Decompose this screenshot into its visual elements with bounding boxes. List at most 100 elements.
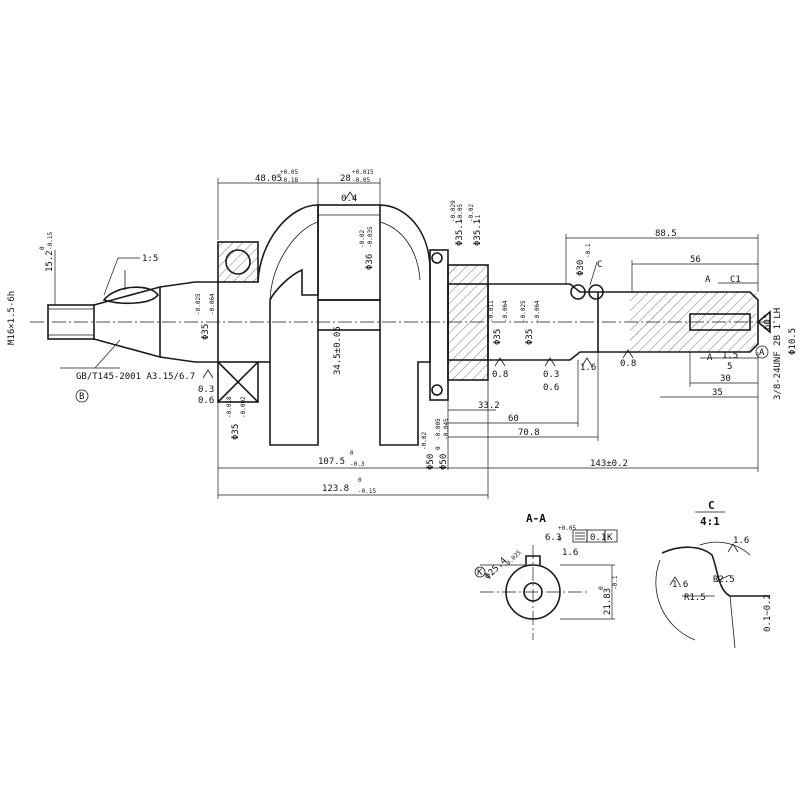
dim-15-2-upper: 0	[39, 246, 46, 250]
dim-56: 56	[690, 255, 701, 265]
dim-123-8-upper: 0	[358, 477, 362, 484]
dim-34-5: 34.5±0.05	[333, 326, 343, 375]
detail-c-view: C 4:1 1.6 1.6 R2.5 R1.5 0.1~0.2	[655, 499, 773, 649]
phi50-upper: -0.02	[421, 432, 428, 450]
dim-107-5: 107.5	[318, 457, 345, 467]
section-aa-tol-val: 0.1	[590, 533, 606, 543]
dim-123-8: 123.8	[322, 484, 349, 494]
section-aa-datum-k: K	[477, 568, 483, 578]
right-shaft	[488, 283, 771, 361]
datum-b-circle	[75, 389, 89, 403]
phi35-c: Φ35	[525, 329, 535, 345]
phi36-lower: -0.035	[367, 226, 374, 248]
datum-a: A	[759, 348, 765, 358]
phi35-c-lower: -0.064	[534, 300, 541, 322]
phi30: Φ30	[576, 260, 586, 276]
detail-c-rough-top: 1.6	[733, 536, 749, 546]
phi35-1-b-upper: -0.02	[468, 204, 475, 222]
phi35-1-b: Φ35.1	[473, 219, 483, 246]
phi35-a-upper: -0.025	[195, 293, 202, 315]
detail-c-rough-left: 1.6	[672, 580, 688, 590]
section-aa-phi25-tol: -0.025	[502, 549, 523, 570]
thread-unf: 3/8-24UNF 2B 1 LH	[773, 308, 783, 400]
rough-0-8-b: 0.8	[620, 359, 636, 369]
dim-15-2-lower: -0.15	[47, 232, 54, 250]
dim-48-05-lower: -0.18	[280, 177, 298, 184]
phi50-2-lower: -0.045	[443, 418, 450, 440]
rough-0-3-b: 0.3	[543, 370, 559, 380]
phi50-2: Φ50	[439, 454, 449, 470]
phi35-d-upper: -0.018	[226, 396, 233, 418]
phi30-tol: -0.1	[585, 243, 592, 258]
phi35-a-lower: -0.064	[209, 293, 216, 315]
phi35-d-lower: -0.002	[240, 396, 247, 418]
section-a-bottom: A	[707, 353, 713, 363]
phi50-lower: 0	[435, 446, 442, 450]
phi35-d: Φ35	[231, 424, 241, 440]
phi35-b-upper: -0.011	[488, 300, 495, 322]
detail-c-r2-5: R2.5	[713, 575, 735, 585]
dim-35: 35	[712, 388, 723, 398]
section-a-top: A	[705, 275, 711, 285]
taper-ratio: 1:5	[142, 254, 158, 264]
dimension-lines	[54, 178, 759, 499]
phi35-1-a-upper: -0.029	[450, 200, 457, 222]
phi35-1-a: Φ35.1	[455, 219, 465, 246]
thread-metric: M16×1.5-6h	[7, 291, 17, 345]
left-journal	[159, 281, 219, 363]
section-aa-21-83: 21.83	[603, 588, 613, 615]
section-aa-21-83-lower: -0.1	[612, 575, 619, 590]
crank-web-left	[257, 204, 319, 446]
section-aa-6-3-upper: +0.05	[558, 525, 576, 532]
rough-0-6-a: 0.6	[198, 396, 214, 406]
dim-33-2: 33.2	[478, 401, 500, 411]
phi10-5: Φ10.5	[788, 328, 798, 355]
phi35-b: Φ35	[493, 329, 503, 345]
left-bearing	[217, 241, 259, 403]
main-view	[30, 178, 775, 499]
threaded-tip	[47, 304, 95, 340]
dim-107-5-upper: 0	[350, 450, 354, 457]
crank-pin	[317, 204, 381, 331]
right-bearing	[429, 249, 489, 401]
section-aa-rough: 1.6	[562, 548, 578, 558]
dim-15-2: 15.2	[45, 250, 55, 272]
dim-123-8-lower: -0.15	[358, 488, 376, 495]
detail-c-marker: C	[597, 260, 602, 270]
phi36: Φ36	[365, 254, 375, 270]
rough-1-6: 1.6	[580, 363, 596, 373]
phi35-1-b-lower: -1	[475, 214, 482, 222]
dim-30: 30	[720, 374, 731, 384]
detail-c-0-1: 0.1~0.2	[763, 594, 773, 632]
dim-70-8: 70.8	[518, 428, 540, 438]
detail-c-scale: 4:1	[700, 515, 720, 528]
phi35-a: Φ35	[201, 324, 211, 340]
dim-28-lower: -0.05	[352, 177, 370, 184]
section-aa-6-3-lower: 0	[558, 536, 562, 543]
section-aa-view: A-A 6.3 +0.05 0 0.1 K 1.6 Φ25.4 -0.025 2…	[474, 512, 619, 640]
rough-0-8-a: 0.8	[492, 370, 508, 380]
section-aa-6-3: 6.3	[545, 533, 561, 543]
dim-48-05-upper: +0.05	[280, 169, 298, 176]
dim-88-5: 88.5	[655, 229, 677, 239]
angle-60: 60°	[763, 314, 773, 330]
rough-0-3-a: 0.3	[198, 385, 214, 395]
dim-143: 143±0.2	[590, 459, 628, 469]
datum-b: B	[79, 392, 84, 402]
phi35-c-upper: -0.025	[520, 300, 527, 322]
chamfer-c1: C1	[730, 275, 741, 285]
taper-section	[93, 270, 161, 359]
section-aa-21-83-upper: 0	[598, 586, 605, 590]
standard-ref: GB/T145-2001 A3.15/6.7	[76, 372, 195, 382]
dim-60: 60	[508, 414, 519, 424]
roughness-symbols	[202, 191, 634, 379]
crank-web-right	[379, 204, 431, 446]
datum-a-circle	[755, 345, 769, 359]
phi36-upper: -0.02	[359, 230, 366, 248]
phi50-2-upper: -0.005	[435, 418, 442, 440]
dim-1-5: 1.5	[722, 351, 738, 361]
rough-0-6-b: 0.6	[543, 383, 559, 393]
phi35-b-lower: -0.064	[502, 300, 509, 322]
rough-0-4: 0.4	[341, 194, 357, 204]
